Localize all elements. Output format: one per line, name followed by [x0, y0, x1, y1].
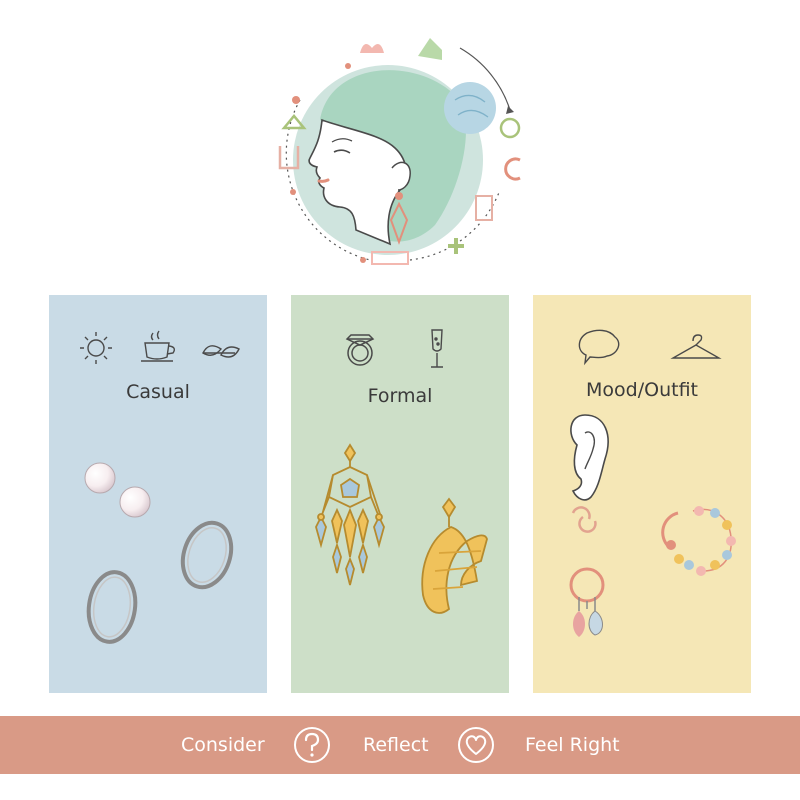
casual-panel-art [49, 295, 267, 693]
hanger-icon [670, 334, 722, 359]
hoop-earring [86, 570, 138, 644]
beaded-ear-cuff [661, 506, 736, 576]
gold-statement-earring [421, 497, 488, 614]
hoop-earring [180, 520, 234, 590]
footer-label-feel-right: Feel Right [525, 734, 620, 756]
hoop-earring-inner [187, 527, 227, 583]
panel-title-formal: Formal [367, 385, 433, 407]
hero-illustration [260, 20, 540, 280]
sun-icon [80, 332, 112, 364]
ear [391, 161, 411, 191]
leaves-icon [202, 345, 240, 358]
eye [333, 149, 351, 154]
triangle-shape [281, 114, 307, 130]
dot-decor [292, 96, 300, 104]
footer-label-reflect: Reflect [363, 734, 429, 756]
eyebrow [331, 138, 353, 143]
dot-decor [345, 63, 351, 69]
footer-label-consider: Consider [181, 734, 265, 756]
panel-title-mood-outfit: Mood/Outfit [586, 379, 698, 401]
question-icon [294, 727, 330, 763]
formal-panel-art [291, 295, 509, 693]
woman-profile-illustration [278, 38, 521, 265]
panel-formal: Formal [291, 295, 509, 693]
dot-decor [360, 257, 366, 263]
pearl-stud-earring [119, 486, 151, 518]
ring-shape [499, 117, 521, 139]
hoop-earring-inner [92, 576, 132, 638]
arch-shape [360, 44, 384, 53]
hair-bun [444, 82, 496, 134]
drop-earring [389, 201, 409, 245]
orbit-arrow [506, 106, 514, 114]
banner-shape [371, 251, 409, 265]
mood-background [533, 295, 751, 693]
orbit-line-right [459, 47, 511, 111]
chandelier-earring [315, 443, 385, 586]
coffee-cup-icon [141, 330, 176, 362]
panel-mood-outfit: Mood/Outfit [533, 295, 751, 693]
footer-bar: Consider Reflect Feel Right [0, 716, 800, 774]
leaf-shape [418, 38, 442, 60]
dot-decor [290, 189, 296, 195]
formal-background [291, 295, 509, 693]
mood-panel-art [533, 295, 751, 693]
footer-background [0, 716, 800, 774]
pearl-stud-earring [84, 462, 116, 494]
speech-bubble-icon [578, 329, 620, 366]
heart-icon [458, 727, 494, 763]
charm-hoop-earring [569, 567, 605, 637]
lips [317, 178, 330, 183]
earring-stud [395, 192, 403, 200]
rectangle-shape [475, 195, 493, 221]
panel-casual: Casual [49, 295, 267, 693]
panel-title-casual: Casual [126, 381, 190, 403]
diamond-ring-icon [345, 334, 375, 366]
bun-lines [454, 94, 489, 118]
ear-with-cuffs [570, 414, 609, 533]
u-shape [278, 146, 300, 170]
champagne-glass-icon [431, 329, 443, 368]
c-shape [504, 157, 521, 181]
plus-shape [448, 238, 464, 254]
